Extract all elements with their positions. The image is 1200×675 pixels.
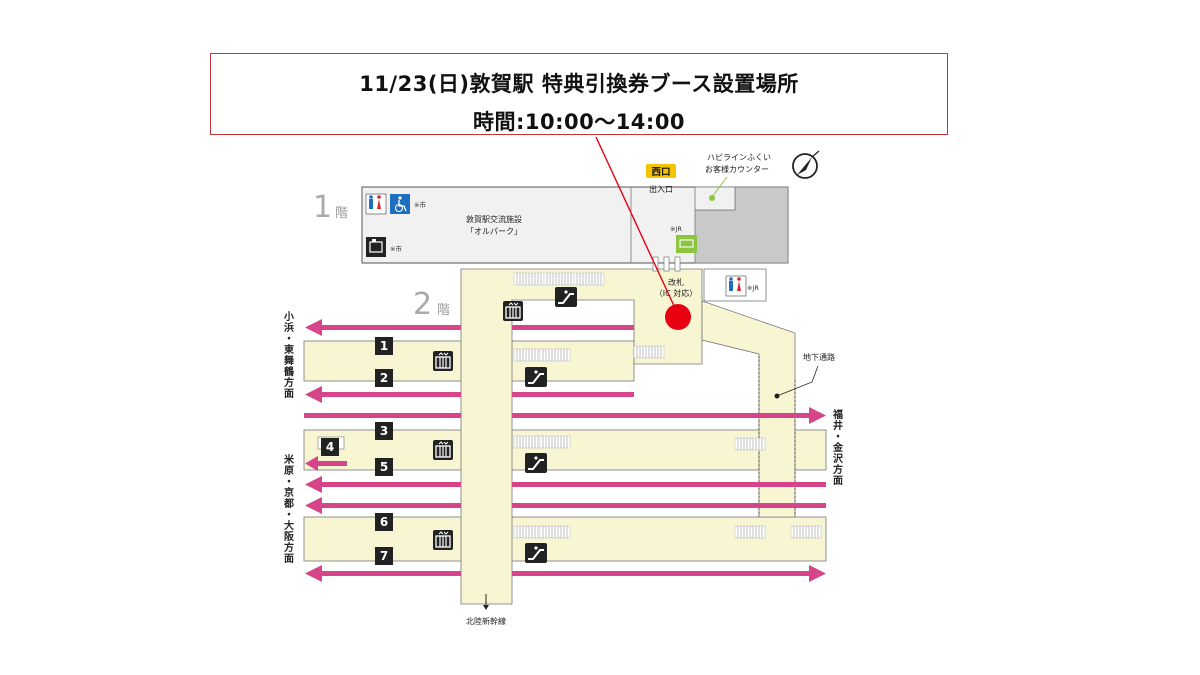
service-counter-label-2: お客様カウンター	[705, 164, 769, 174]
platform-1: 1	[380, 339, 388, 353]
accessible-icon	[390, 194, 410, 214]
restroom-icon	[365, 193, 387, 215]
service-counter-label-1: ハピラインふくい	[707, 153, 771, 162]
platform-4: 4	[326, 440, 334, 454]
city-note-1: ※市	[414, 200, 426, 209]
platform-6: 6	[380, 515, 388, 529]
restroom-icon	[725, 275, 747, 297]
service-counter-dot	[709, 195, 715, 201]
facility-label-2: 「オルパーク」	[466, 227, 522, 236]
platform-2: 2	[380, 371, 388, 385]
ticket-machine-icon	[676, 235, 697, 253]
platform-7: 7	[380, 549, 388, 563]
floor2-number: 2	[413, 287, 432, 322]
elevator-icon	[432, 350, 454, 372]
coin-locker-icon	[366, 237, 386, 257]
booth-marker-icon	[665, 304, 691, 330]
floor1-number: 1	[313, 190, 332, 225]
direction-obama: 小浜・東舞鶴方面	[283, 310, 294, 400]
entrance-label: 出入口	[649, 184, 673, 194]
elevator-icon	[502, 300, 524, 322]
gate-label-2: （IC 対応）	[655, 288, 698, 298]
facility-label-1: 敦賀駅交流施設	[466, 214, 522, 224]
elevator-icon	[432, 529, 454, 551]
direction-maibara: 米原・京都・大阪方面	[283, 453, 295, 565]
title-box: 11/23(日)敦賀駅 特典引換券ブース設置場所 時間:10:00〜14:00	[210, 53, 948, 135]
jr-note-1: ※JR	[670, 225, 682, 233]
elevator-icon	[432, 439, 454, 461]
west-exit-badge	[646, 164, 676, 178]
booth-leader-line	[595, 136, 676, 309]
title-line-1: 11/23(日)敦賀駅 特典引換券ブース設置場所	[359, 72, 799, 96]
escalator-icon	[524, 542, 548, 564]
shinkansen-label: 北陸新幹線	[466, 616, 506, 626]
city-note-2: ※市	[390, 244, 402, 253]
tracks	[304, 319, 826, 582]
jr-note-2: ※JR	[747, 284, 759, 292]
west-exit-label: 西口	[651, 167, 670, 178]
gate-label-1: 改札	[668, 277, 684, 287]
underground-passage-label: 地下通路	[803, 352, 835, 362]
direction-fukui: 福井・金沢方面	[832, 408, 844, 487]
floor2-kanji: 階	[437, 303, 450, 318]
floor1-kanji: 階	[335, 206, 348, 221]
platform-5: 5	[380, 460, 388, 474]
escalator-icon	[524, 366, 548, 388]
escalator-icon	[524, 452, 548, 474]
escalator-icon	[554, 286, 578, 308]
title-line-2: 時間:10:00〜14:00	[472, 110, 686, 134]
compass-icon	[792, 150, 820, 179]
platform-3: 3	[380, 424, 388, 438]
platform-numbers: 1 2 3 4 5 6 7	[321, 337, 393, 565]
